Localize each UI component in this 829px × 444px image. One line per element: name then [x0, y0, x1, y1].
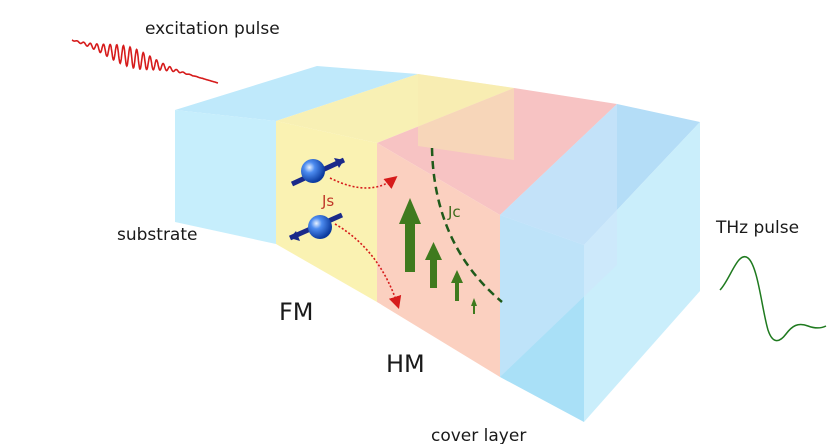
charge-arrow-large — [399, 198, 421, 272]
charge-arrow-tiny — [471, 298, 477, 314]
jc-label: Jc — [447, 203, 461, 221]
charge-arrow-small — [451, 270, 463, 301]
thz-pulse-label: THz pulse — [715, 218, 799, 238]
charge-arrow-medium — [425, 242, 442, 288]
fm-back-band — [418, 74, 514, 160]
js-label: Js — [321, 192, 334, 210]
charge-current-arrows — [399, 198, 477, 314]
cover-side-face — [584, 122, 700, 422]
fm-front-face — [276, 121, 377, 302]
fm-label: FM — [279, 298, 314, 326]
thz-waveform-icon — [719, 255, 827, 342]
spin-down-icon — [288, 212, 344, 241]
spin-up-icon — [290, 157, 346, 187]
hm-label: HM — [386, 350, 425, 378]
laser-pulse-icon — [71, 39, 219, 84]
substrate-label: substrate — [117, 225, 197, 245]
substrate-front-face — [175, 110, 276, 244]
cover-inner-face — [500, 104, 617, 377]
excitation-pulse-label: excitation pulse — [145, 19, 280, 39]
spin-current-arrow-up — [329, 176, 398, 189]
substrate-top-face — [175, 66, 418, 121]
slab-front-faces — [175, 104, 700, 422]
spin-current-arrow-down — [334, 223, 402, 310]
cover-layer-label: cover layer — [431, 426, 526, 444]
